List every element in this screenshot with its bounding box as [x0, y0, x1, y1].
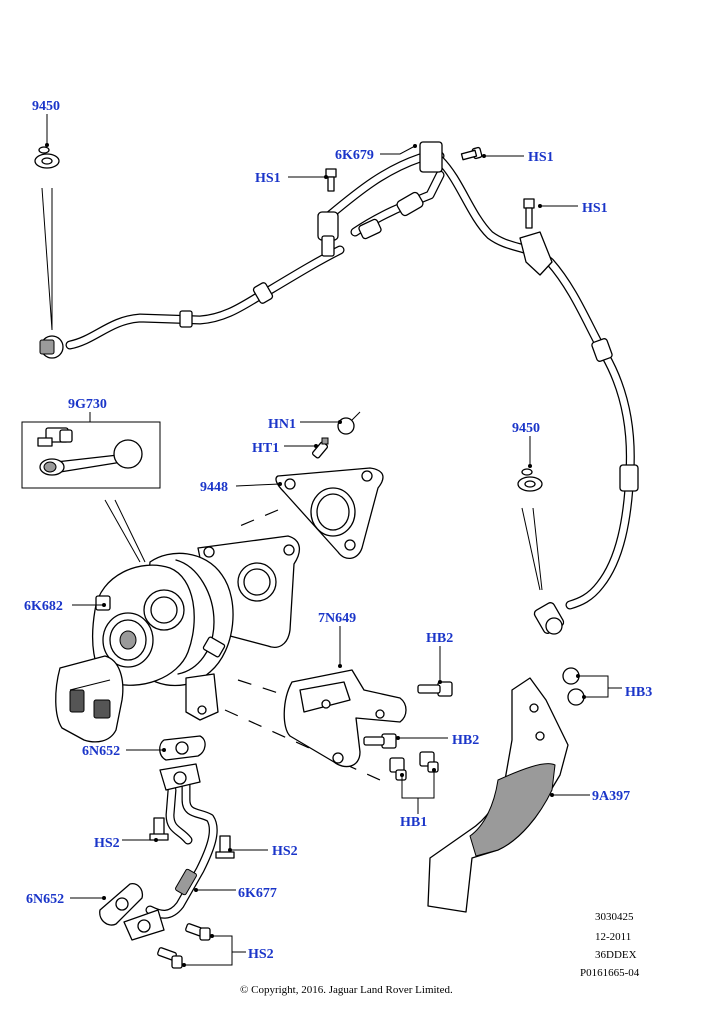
bolt-hb1-right [419, 751, 439, 773]
callout-labels: 9450 6K679 HS1 HS1 HS1 9G730 HN1 HT1 944… [24, 99, 652, 962]
label-6k677: 6K677 [238, 886, 277, 901]
bolt-hs2-left [149, 817, 169, 841]
bolt-hs2-right [215, 835, 235, 859]
bolt-hb1-left [389, 757, 407, 781]
bolt-hs1-right [523, 198, 535, 229]
bracket-7n649 [283, 669, 407, 768]
label-hs1-top: HS1 [528, 150, 554, 165]
info-date: 12-2011 [595, 931, 631, 943]
gasket-9448 [275, 467, 384, 559]
diagram-info: 3030425 12-2011 36DDEX P0161665-04 [580, 911, 640, 979]
label-6n652-lower: 6N652 [26, 892, 64, 907]
bolt-hs2-bottom-b [157, 947, 183, 969]
label-hs1-left: HS1 [255, 171, 281, 186]
bolt-hb2-upper [417, 681, 453, 697]
gasket-6n652-upper [159, 735, 206, 791]
label-6n652-upper: 6N652 [82, 744, 120, 759]
label-hb2-lower: HB2 [452, 733, 479, 748]
label-6k682: 6K682 [24, 599, 63, 614]
label-hb2-upper: HB2 [426, 631, 453, 646]
kit-box-9g730 [21, 421, 161, 563]
label-9448: 9448 [200, 480, 228, 495]
nut-hn1 [337, 411, 361, 435]
label-6k679: 6K679 [335, 148, 374, 163]
label-9450-upper: 9450 [32, 99, 60, 114]
turbocharger-6k682 [55, 535, 300, 743]
oil-feed-pipe-6k679 [39, 141, 639, 635]
label-hb1: HB1 [400, 815, 427, 830]
bolt-hs1-top [460, 146, 483, 161]
label-9450-lower: 9450 [512, 421, 540, 436]
sealing-washer-9450-upper [34, 146, 60, 331]
sealing-washer-9450-lower [517, 468, 543, 591]
label-9g730: 9G730 [68, 397, 107, 412]
info-code3: P0161665-04 [580, 967, 640, 979]
bolt-hs2-bottom-a [185, 923, 211, 941]
label-hb3: HB3 [625, 685, 652, 700]
label-9a397: 9A397 [592, 789, 630, 804]
label-hs1-right: HS1 [582, 201, 608, 216]
copyright: © Copyright, 2016. Jaguar Land Rover Lim… [240, 984, 453, 996]
stud-ht1 [311, 437, 329, 459]
bolt-hs1-left [325, 168, 337, 192]
label-7n649: 7N649 [318, 611, 356, 626]
label-ht1: HT1 [252, 441, 279, 456]
info-code1: 3030425 [595, 911, 634, 923]
label-hs2-left: HS2 [94, 836, 120, 851]
gasket-6n652-lower [99, 883, 165, 941]
leader-lines [45, 114, 622, 967]
bolts-hb3 [562, 667, 585, 706]
label-hs2-right: HS2 [272, 844, 298, 859]
oil-return-pipe-6k677 [145, 765, 218, 919]
info-code2: 36DDEX [595, 949, 637, 961]
label-hn1: HN1 [268, 417, 296, 432]
bolt-hb2-lower [363, 733, 397, 749]
heat-shield-9a397 [427, 677, 569, 913]
label-hs2-bottom: HS2 [248, 947, 274, 962]
